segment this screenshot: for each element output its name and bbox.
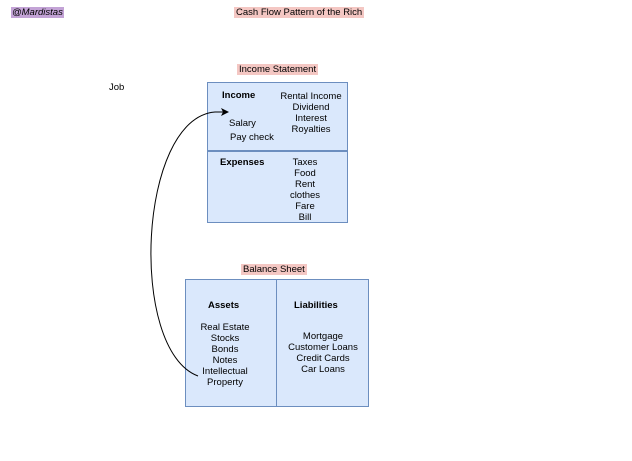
income-item-rental: Rental Income (280, 91, 342, 102)
asset-item-notes: Notes (212, 355, 238, 366)
liabilities-box (276, 279, 369, 407)
asset-item-bonds: Bonds (211, 344, 239, 355)
balance-sheet-title: Balance Sheet (241, 264, 307, 275)
income-item-salary: Salary (229, 118, 256, 129)
liability-item-credit-cards: Credit Cards (296, 353, 350, 364)
income-passive-list: Rental Income Dividend Interest Royaltie… (280, 91, 342, 135)
expenses-list: Taxes Food Rent clothes Fare Bill (285, 157, 325, 223)
assets-box (185, 279, 277, 407)
expenses-heading: Expenses (220, 157, 265, 168)
liability-item-customer-loans: Customer Loans (288, 342, 358, 353)
flow-arrow-path (150, 108, 229, 377)
asset-item-real-estate: Real Estate (200, 322, 250, 333)
income-item-paycheck: Pay check (230, 132, 274, 143)
income-item-royalties: Royalties (291, 124, 331, 135)
expense-item-clothes: clothes (289, 190, 321, 201)
liability-item-mortgage: Mortgage (302, 331, 344, 342)
expense-item-food: Food (294, 168, 316, 179)
income-expense-divider (207, 150, 348, 152)
asset-item-property: Property (207, 377, 243, 388)
income-statement-box (207, 82, 348, 223)
expense-item-rent: Rent (294, 179, 316, 190)
income-item-interest: Interest (295, 113, 327, 124)
job-label: Job (109, 82, 125, 93)
liabilities-list: Mortgage Customer Loans Credit Cards Car… (287, 331, 359, 375)
expense-item-fare: Fare (295, 201, 315, 212)
asset-item-stocks: Stocks (210, 333, 240, 344)
income-heading: Income (222, 90, 256, 101)
assets-heading: Assets (208, 300, 240, 311)
assets-list: Real Estate Stocks Bonds Notes Intellect… (195, 322, 255, 388)
expense-item-taxes: Taxes (292, 157, 318, 168)
income-item-dividend: Dividend (292, 102, 330, 113)
liability-item-car-loans: Car Loans (301, 364, 345, 375)
expense-item-bill: Bill (298, 212, 312, 223)
income-statement-title: Income Statement (237, 64, 319, 75)
liabilities-heading: Liabilities (294, 300, 338, 311)
author-handle: @Mardistas (11, 7, 64, 18)
asset-item-intellectual: Intellectual (202, 366, 248, 377)
page-title: Cash Flow Pattern of the Rich (234, 7, 365, 18)
